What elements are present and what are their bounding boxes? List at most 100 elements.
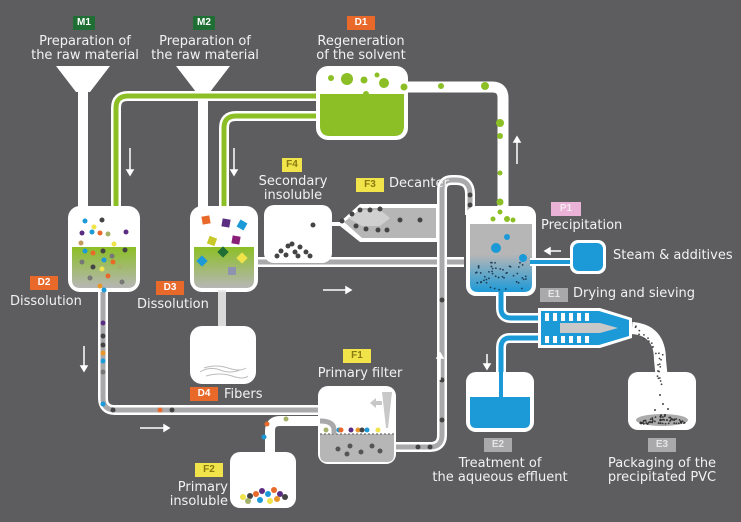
dryer xyxy=(538,308,632,348)
powder-dot xyxy=(675,418,678,420)
precipitate-dot xyxy=(488,277,490,280)
label-m1-line1: Preparation of xyxy=(39,34,131,49)
regeneration-tank xyxy=(316,66,408,140)
precipitate-dot xyxy=(501,275,504,278)
powder-dot xyxy=(660,414,662,416)
dissolution-tank-d3 xyxy=(190,206,258,292)
powder-dot xyxy=(666,419,668,421)
precipitate-dot xyxy=(494,261,496,264)
powder-dot xyxy=(647,337,649,340)
precipitate-dot xyxy=(489,286,492,289)
label-m2: Preparation of the raw material xyxy=(150,35,260,63)
fibers-container xyxy=(190,290,256,384)
precipitate-dot xyxy=(485,278,488,281)
powder-dot xyxy=(654,352,657,355)
precipitate-dot xyxy=(517,266,520,268)
label-f2: Primary insoluble xyxy=(160,481,228,509)
arrow-up-icon xyxy=(512,135,522,164)
label-f4-line2: insoluble xyxy=(263,188,323,203)
powder-dot xyxy=(658,363,661,366)
badge-e2: E2 xyxy=(484,438,512,452)
powder-dot xyxy=(644,419,647,422)
decanter xyxy=(332,204,438,242)
label-p1: Precipitation xyxy=(541,218,623,233)
badge-f2: F2 xyxy=(195,463,223,477)
arrow-down-icon xyxy=(482,354,492,371)
label-f2-line1: Primary xyxy=(177,480,228,495)
precipitate-dot xyxy=(524,275,527,278)
powder-dot xyxy=(673,422,676,425)
powder-dot xyxy=(638,329,641,332)
badge-m1: M1 xyxy=(73,16,95,30)
label-e3-line2: precipitated PVC xyxy=(607,470,717,485)
powder-dot xyxy=(643,333,645,336)
powder-dot xyxy=(675,422,678,425)
powder-dot xyxy=(660,383,663,386)
precipitate-dot xyxy=(497,276,500,279)
powder-dot xyxy=(657,377,660,380)
powder-dot xyxy=(658,377,661,379)
precipitate-dot xyxy=(488,270,490,273)
precipitate-dot xyxy=(498,288,501,291)
badge-f1: F1 xyxy=(343,349,371,363)
badge-p1: P1 xyxy=(551,202,581,216)
label-d3: Dissolution xyxy=(137,297,209,312)
powder-dot xyxy=(664,413,666,416)
precipitate-dot xyxy=(520,287,523,290)
powder-dot xyxy=(642,422,645,425)
precipitate-dot xyxy=(477,265,480,267)
powder-dot xyxy=(658,352,660,355)
primary-insoluble-container xyxy=(230,452,296,508)
powder-dot xyxy=(683,421,686,424)
powder-dot xyxy=(653,420,656,423)
badge-d4: D4 xyxy=(190,387,218,401)
arrow-right-icon xyxy=(140,423,171,433)
label-f2-line2: insoluble xyxy=(169,494,228,509)
primary-filter xyxy=(318,386,396,464)
precipitate-dot xyxy=(512,274,515,277)
pvc-powder xyxy=(474,261,686,425)
powder-dot xyxy=(664,422,667,425)
label-f3: Decanter xyxy=(389,176,449,191)
label-e1: Drying and sieving xyxy=(573,286,696,301)
precipitate-dot xyxy=(480,280,483,283)
powder-dot xyxy=(662,418,665,421)
powder-dot xyxy=(656,375,659,378)
effluent-tank xyxy=(466,372,534,432)
powder-dot xyxy=(646,423,649,425)
label-d2: Dissolution xyxy=(10,294,82,309)
arrow-left-icon xyxy=(543,246,561,256)
precipitation-tank xyxy=(466,206,536,296)
powder-dot xyxy=(659,419,662,422)
solvent-pipe xyxy=(111,91,325,255)
precipitate-dot xyxy=(490,265,493,268)
powder-dot xyxy=(651,420,654,423)
precipitate-dot xyxy=(499,268,502,270)
powder-dot xyxy=(661,353,664,356)
precipitate-dot xyxy=(474,271,477,274)
powder-dot xyxy=(643,337,645,340)
powder-dot xyxy=(640,421,643,424)
precipitate-dot xyxy=(476,281,479,284)
powder-dot xyxy=(659,380,662,382)
powder-dot xyxy=(669,420,671,422)
precipitate-dot xyxy=(515,280,518,283)
precipitate-dot xyxy=(493,287,496,290)
label-m1-line2: the raw material xyxy=(31,48,139,63)
precipitate-dot xyxy=(516,272,519,275)
powder-dot xyxy=(667,422,670,425)
powder-dot xyxy=(668,416,671,419)
precipitate-dot xyxy=(521,277,524,279)
badge-e3: E3 xyxy=(648,438,676,452)
powder-dot xyxy=(659,416,662,419)
powder-dot xyxy=(673,418,676,421)
packaging-container xyxy=(628,372,696,430)
powder-pipe xyxy=(631,322,668,381)
powder-dot xyxy=(660,358,662,361)
powder-dot xyxy=(679,420,682,423)
powder-dot xyxy=(658,370,661,373)
precipitate-dot xyxy=(491,267,494,270)
powder-dot xyxy=(649,421,652,424)
label-e2-line1: Treatment of xyxy=(458,456,542,471)
precipitate-dot xyxy=(494,275,497,278)
